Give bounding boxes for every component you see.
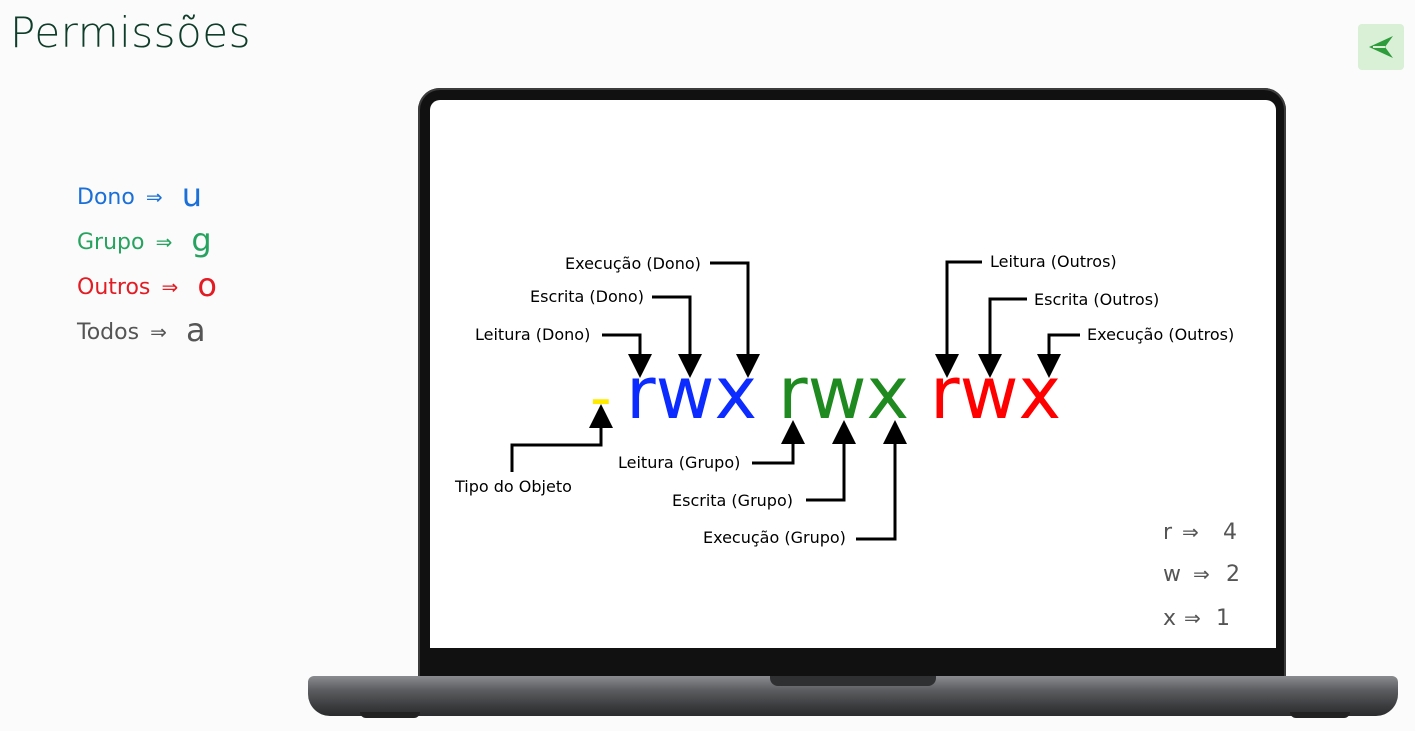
table-value: 2 xyxy=(1226,562,1240,587)
legend-row-grupo: Grupo ⇒ g xyxy=(77,219,212,259)
label-escrita-grupo: Escrita (Grupo) xyxy=(672,491,793,510)
label-escrita-dono: Escrita (Dono) xyxy=(530,287,644,306)
legend-arrow: ⇒ xyxy=(155,230,173,254)
legend-row-outros: Outros ⇒ o xyxy=(77,264,217,304)
table-arrow: ⇒ xyxy=(1182,520,1199,544)
label-exec-outros: Execução (Outros) xyxy=(1087,325,1234,344)
table-perm: w xyxy=(1163,562,1181,587)
laptop-foot xyxy=(360,712,420,718)
arrow-escrita-outros xyxy=(978,297,1027,378)
legend-label: Outros xyxy=(77,275,151,300)
arrow-exec-grupo xyxy=(856,420,907,541)
group-rwx: rwx xyxy=(778,351,909,435)
arrow-tipo-objeto xyxy=(510,404,613,472)
label-exec-dono: Execução (Dono) xyxy=(565,254,701,273)
arrow-exec-dono xyxy=(710,261,760,378)
legend-value: a xyxy=(186,311,206,349)
legend-label: Todos xyxy=(77,320,140,345)
label-leitura-outros: Leitura (Outros) xyxy=(990,252,1117,271)
label-tipo-objeto: Tipo do Objeto xyxy=(454,477,572,496)
legend-label: Grupo xyxy=(77,230,145,255)
table-value: 4 xyxy=(1223,520,1237,545)
legend-value: o xyxy=(197,266,217,304)
laptop-foot xyxy=(1290,712,1350,718)
arrow-escrita-dono xyxy=(652,295,702,378)
legend-arrow: ⇒ xyxy=(161,275,179,299)
values-table: r ⇒ 4 w ⇒ 2 x ⇒ 1 xyxy=(1163,520,1240,631)
next-slide-button[interactable] xyxy=(1358,24,1404,70)
legend-value: g xyxy=(191,221,212,259)
laptop-notch xyxy=(770,676,936,686)
legend-row-todos: Todos ⇒ a xyxy=(77,309,206,349)
legend-label: Dono xyxy=(77,185,135,210)
others-rwx: rwx xyxy=(930,351,1061,435)
arrow-leitura-grupo xyxy=(752,420,805,465)
legend-arrow: ⇒ xyxy=(145,185,163,209)
send-arrow-icon xyxy=(1369,36,1393,58)
legend-value: u xyxy=(181,176,203,214)
table-arrow: ⇒ xyxy=(1184,606,1201,630)
label-leitura-grupo: Leitura (Grupo) xyxy=(618,453,740,472)
label-leitura-dono: Leitura (Dono) xyxy=(475,325,590,344)
permissions-diagram: - rwx rwx rwx Execução (Dono) Escrita (D… xyxy=(454,252,1240,631)
table-value: 1 xyxy=(1216,606,1230,631)
table-perm: x xyxy=(1163,606,1176,631)
arrow-escrita-grupo xyxy=(806,420,856,502)
label-exec-grupo: Execução (Grupo) xyxy=(703,528,846,547)
legend-row-dono: Dono ⇒ u xyxy=(77,174,203,214)
owner-rwx: rwx xyxy=(626,351,757,435)
arrow-exec-outros xyxy=(1037,333,1080,378)
arrow-leitura-outros xyxy=(935,260,982,378)
laptop-screen: - rwx rwx rwx Execução (Dono) Escrita (D… xyxy=(430,100,1276,648)
page-title: Permissões xyxy=(10,8,251,57)
legend-arrow: ⇒ xyxy=(150,320,167,344)
table-perm: r xyxy=(1163,520,1173,545)
table-arrow: ⇒ xyxy=(1193,562,1210,586)
arrow-leitura-dono xyxy=(602,333,652,378)
label-escrita-outros: Escrita (Outros) xyxy=(1034,290,1159,309)
